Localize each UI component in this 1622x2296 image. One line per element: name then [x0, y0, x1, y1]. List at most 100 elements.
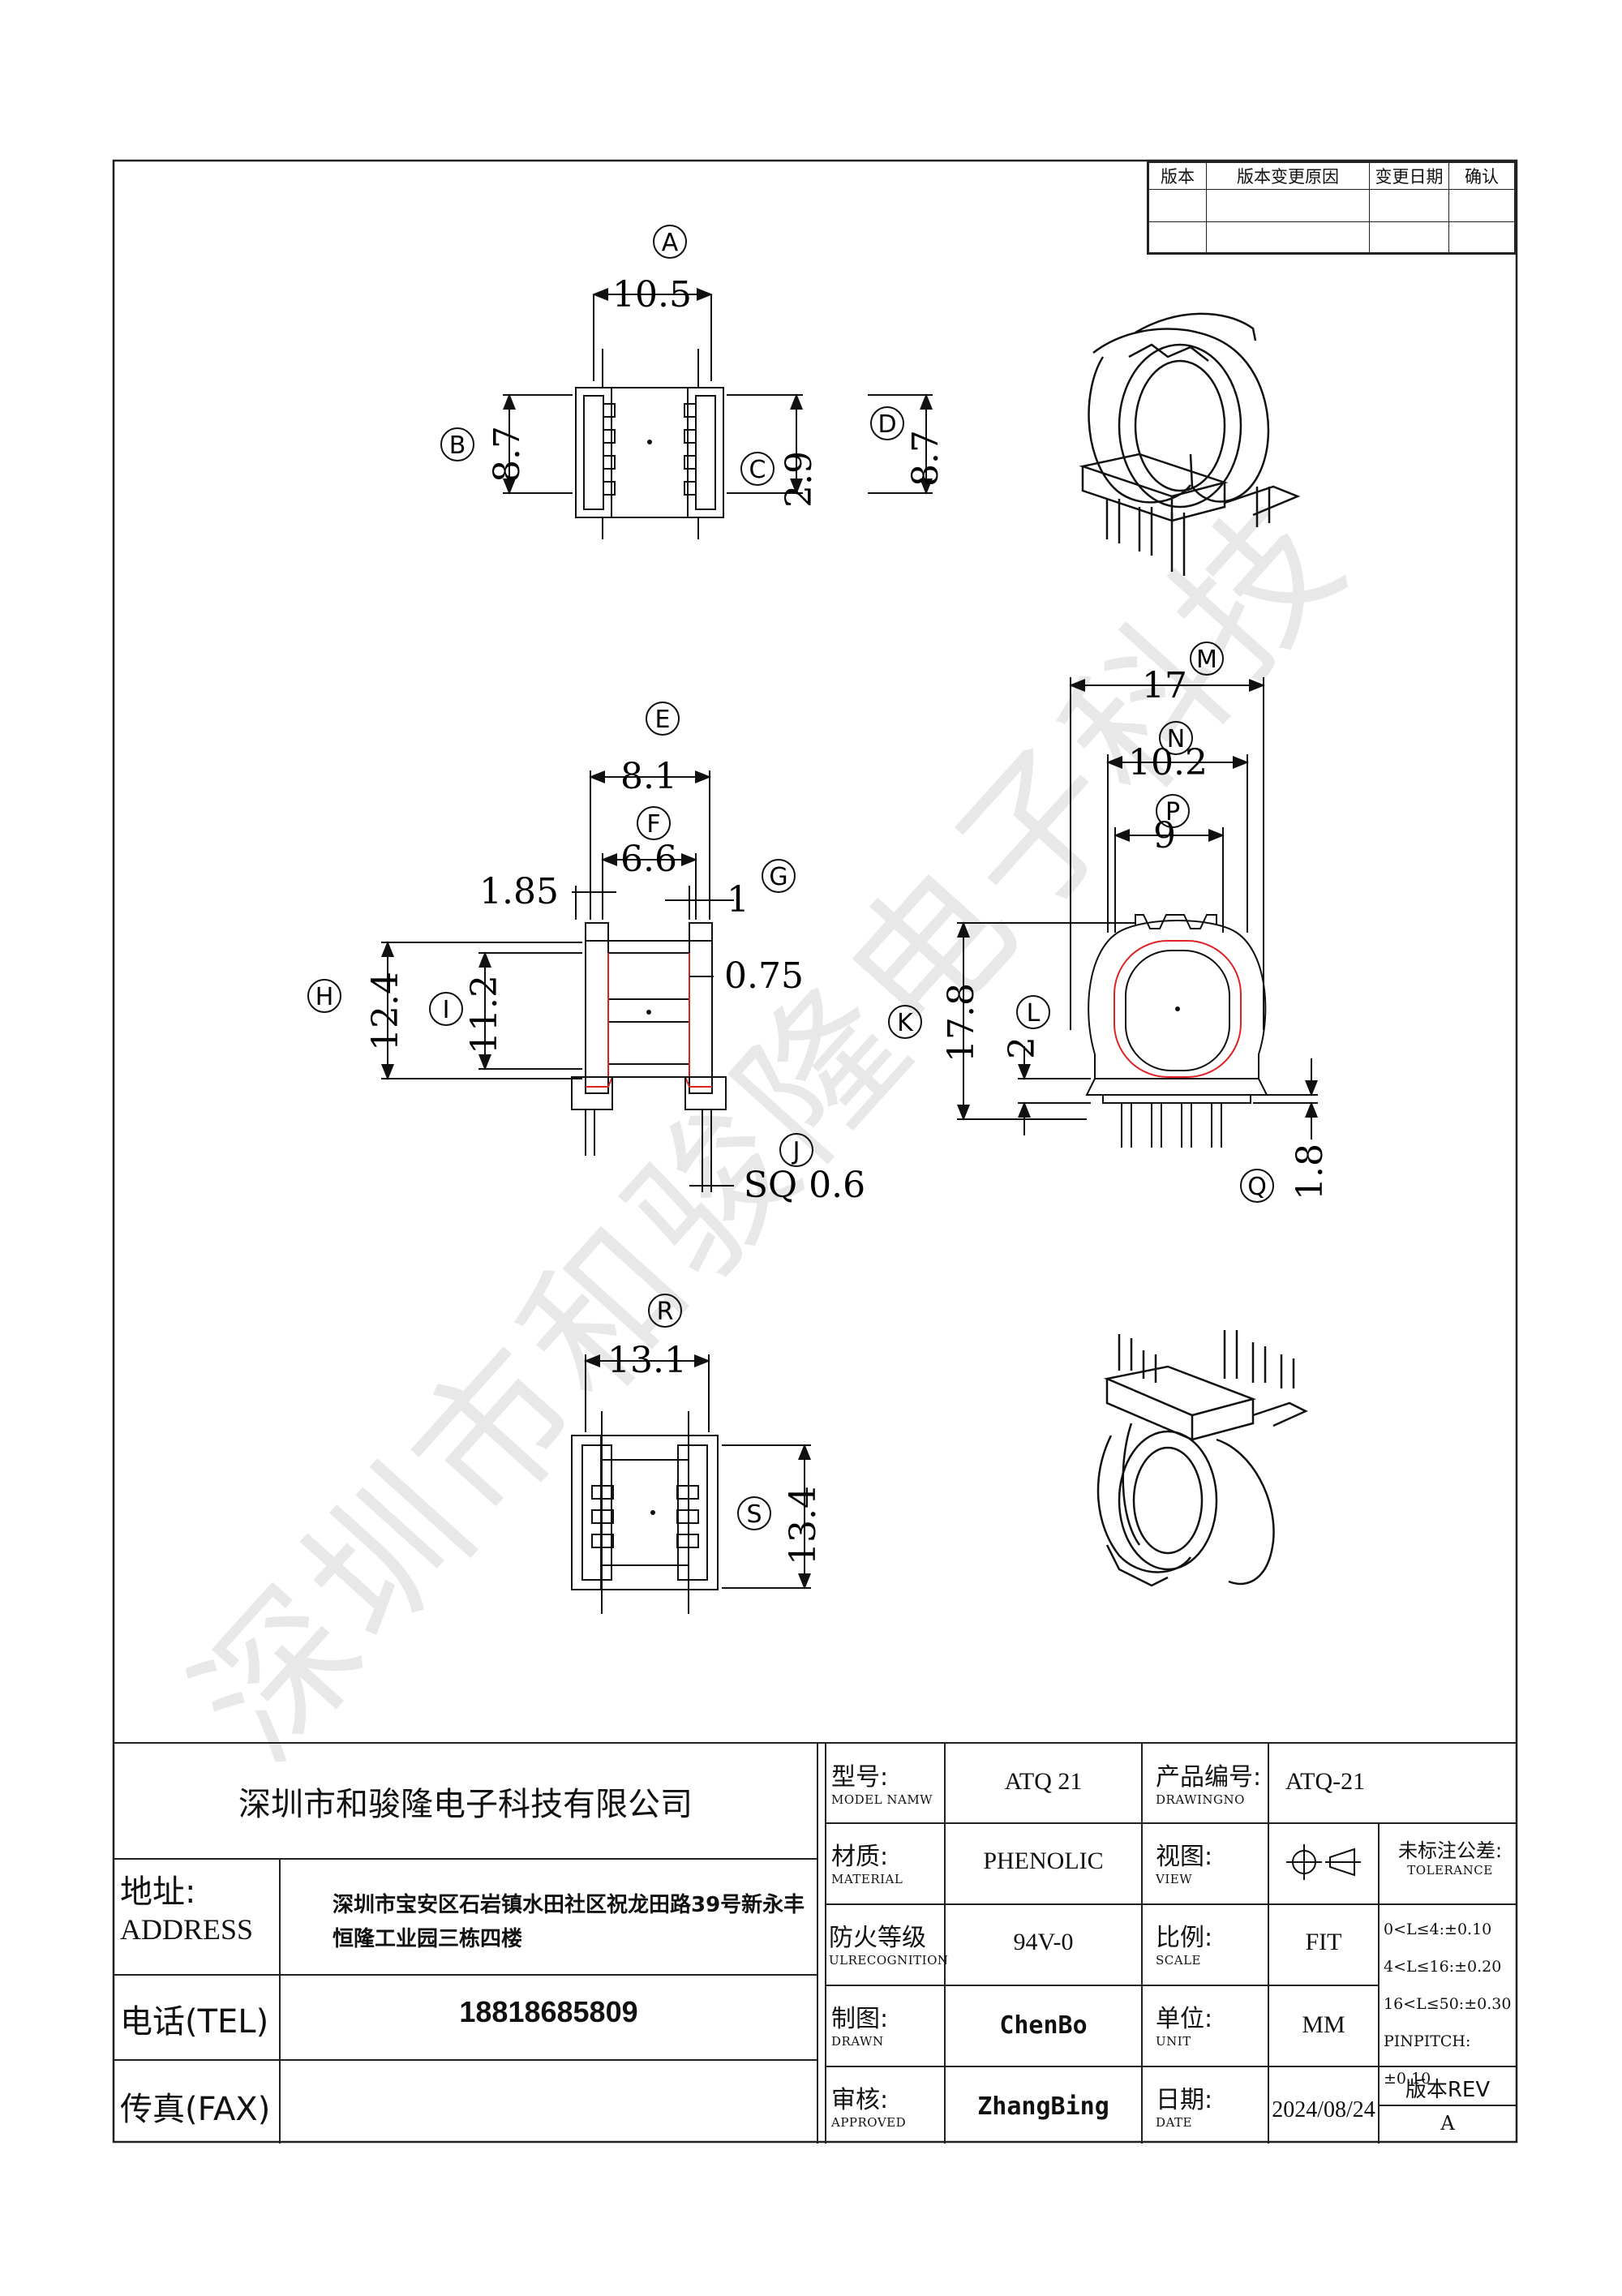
- tolerance-label-en: TOLERANCE: [1407, 1863, 1493, 1878]
- callout-G: G: [769, 863, 787, 891]
- unit-label-en: UNIT: [1156, 2034, 1191, 2049]
- dim-R-value: 13.1: [607, 1340, 687, 1381]
- ul-label-cn: 防火等级: [829, 1924, 926, 1952]
- dim-flange-value: 1.85: [479, 871, 559, 912]
- drawingno-value: ATQ-21: [1285, 1768, 1366, 1795]
- material-label-cn: 材质:: [831, 1843, 889, 1871]
- iso-view-bottom: [1096, 1330, 1308, 1587]
- tolerance-label-cn: 未标注公差:: [1397, 1839, 1503, 1862]
- dim-S-value: 13.4: [783, 1486, 824, 1565]
- dim-D-value: 8.7: [905, 430, 946, 487]
- dim-L-value: 2: [1002, 1036, 1043, 1059]
- unit-label-cn: 单位:: [1156, 2005, 1213, 2033]
- rev-label: 版本REV: [1405, 2078, 1491, 2102]
- material-value: PHENOLIC: [983, 1848, 1104, 1874]
- title-block: 深圳市和骏隆电子科技有限公司 地址: ADDRESS 深圳市宝安区石岩镇水田社区…: [114, 1742, 1517, 2144]
- unit-value: MM: [1302, 2011, 1345, 2038]
- address-line-1: 深圳市宝安区石岩镇水田社区祝龙田路39号新永丰: [333, 1893, 805, 1917]
- callout-A: A: [662, 229, 679, 257]
- callout-S: S: [746, 1500, 762, 1529]
- title-block-grid: [114, 1744, 1517, 2144]
- company-name: 深圳市和骏隆电子科技有限公司: [238, 1786, 693, 1823]
- view-symbol-icon: [1286, 1844, 1361, 1880]
- model-label-en: MODEL NAMW: [831, 1792, 933, 1807]
- rev-header-confirm: 确认: [1448, 162, 1515, 190]
- dim-C-value: 2.9: [779, 451, 820, 508]
- dim-G-value: 1: [727, 879, 749, 921]
- drawingno-label-cn: 产品编号:: [1156, 1763, 1262, 1792]
- bottom-view-labels: R 13.1 S 13.4: [607, 1294, 824, 1565]
- rev-header-version: 版本: [1148, 162, 1207, 190]
- date-value: 2024/08/24: [1272, 2097, 1375, 2122]
- ul-label-en: ULRECOGNITION: [829, 1953, 949, 1968]
- callout-E: E: [655, 706, 671, 734]
- drawn-value: ChenBo: [999, 2011, 1088, 2040]
- callout-I: I: [443, 996, 450, 1024]
- date-label-cn: 日期:: [1156, 2086, 1213, 2114]
- rev-value: A: [1440, 2112, 1455, 2135]
- side-view-labels: M 17 N 10.2 P 9 K 17.8 L 2 Q 1.8: [888, 642, 1331, 1203]
- dim-F-value: 6.6: [620, 839, 677, 880]
- drawn-label-en: DRAWN: [831, 2034, 884, 2049]
- revision-table: 版本 版本变更原因 变更日期 确认: [1147, 161, 1517, 255]
- side-view: [957, 677, 1318, 1148]
- callout-D: D: [878, 410, 896, 439]
- dim-J-value: SQ 0.6: [744, 1165, 865, 1206]
- callout-M: M: [1196, 646, 1217, 674]
- scale-label-cn: 比例:: [1156, 1924, 1213, 1952]
- approved-value: ZhangBing: [977, 2092, 1109, 2121]
- callout-J: J: [792, 1137, 800, 1165]
- tolerance-2: 4<L≤16:±0.20: [1384, 1958, 1502, 1976]
- fax-label: 传真(FAX): [120, 2091, 271, 2128]
- dim-wall-value: 0.75: [724, 955, 804, 997]
- approved-label-en: APPROVED: [831, 2115, 907, 2130]
- view-label-cn: 视图:: [1156, 1843, 1213, 1871]
- material-label-en: MATERIAL: [831, 1872, 903, 1886]
- model-label-cn: 型号:: [831, 1763, 889, 1792]
- dim-P-value: 9: [1153, 815, 1176, 856]
- bottom-view: [571, 1354, 811, 1614]
- tel-value: 18818685809: [459, 1995, 638, 2028]
- rev-header-date: 变更日期: [1369, 162, 1449, 190]
- dim-H-value: 12.4: [365, 972, 406, 1051]
- callout-L: L: [1027, 999, 1041, 1028]
- approved-label-cn: 审核:: [831, 2086, 889, 2114]
- dim-E-value: 8.1: [620, 756, 677, 797]
- dim-A-value: 10.5: [612, 274, 692, 315]
- callout-H: H: [315, 983, 334, 1011]
- ul-value: 94V-0: [1013, 1929, 1074, 1955]
- callout-P: P: [1165, 798, 1180, 826]
- dim-I-value: 11.2: [464, 975, 505, 1054]
- tolerance-1: 0<L≤4:±0.10: [1384, 1920, 1492, 1938]
- address-line-2: 恒隆工业园三栋四楼: [333, 1927, 523, 1951]
- drawn-label-cn: 制图:: [831, 2005, 889, 2033]
- callout-F: F: [646, 810, 660, 839]
- address-label-cn: 地址:: [120, 1873, 196, 1911]
- front-view-labels: E 8.1 F 6.6 1.85 G 1 0.75 H 12.4 I 11.2 …: [307, 702, 865, 1206]
- dim-B-value: 8.7: [487, 426, 528, 483]
- front-view: [381, 770, 734, 1192]
- model-value: ATQ 21: [1004, 1768, 1083, 1795]
- dim-K-value: 17.8: [941, 983, 982, 1062]
- dim-N-value: 10.2: [1128, 742, 1208, 783]
- dim-Q-value: 1.8: [1289, 1144, 1331, 1200]
- top-view: [503, 288, 933, 539]
- callout-B: B: [449, 431, 466, 460]
- scale-label-en: SCALE: [1156, 1953, 1201, 1968]
- callout-N: N: [1167, 725, 1185, 753]
- tel-label: 电话(TEL): [120, 2003, 269, 2041]
- callout-Q: Q: [1247, 1173, 1267, 1201]
- date-label-en: DATE: [1156, 2115, 1192, 2130]
- iso-view-top: [1079, 312, 1301, 576]
- rev-header-reason: 版本变更原因: [1206, 162, 1370, 190]
- dim-M-value: 17: [1142, 665, 1187, 706]
- address-label-en: ADDRESS: [120, 1913, 254, 1946]
- tolerance-3: 16<L≤50:±0.30: [1384, 1995, 1512, 2013]
- view-label-en: VIEW: [1156, 1872, 1193, 1886]
- callout-K: K: [897, 1009, 914, 1037]
- top-view-labels: A 10.5 B 8.7 C 2.9 D 8.7: [440, 225, 946, 508]
- outer-frame: [112, 159, 1518, 2144]
- callout-R: R: [657, 1298, 674, 1326]
- scale-value: FIT: [1305, 1929, 1342, 1955]
